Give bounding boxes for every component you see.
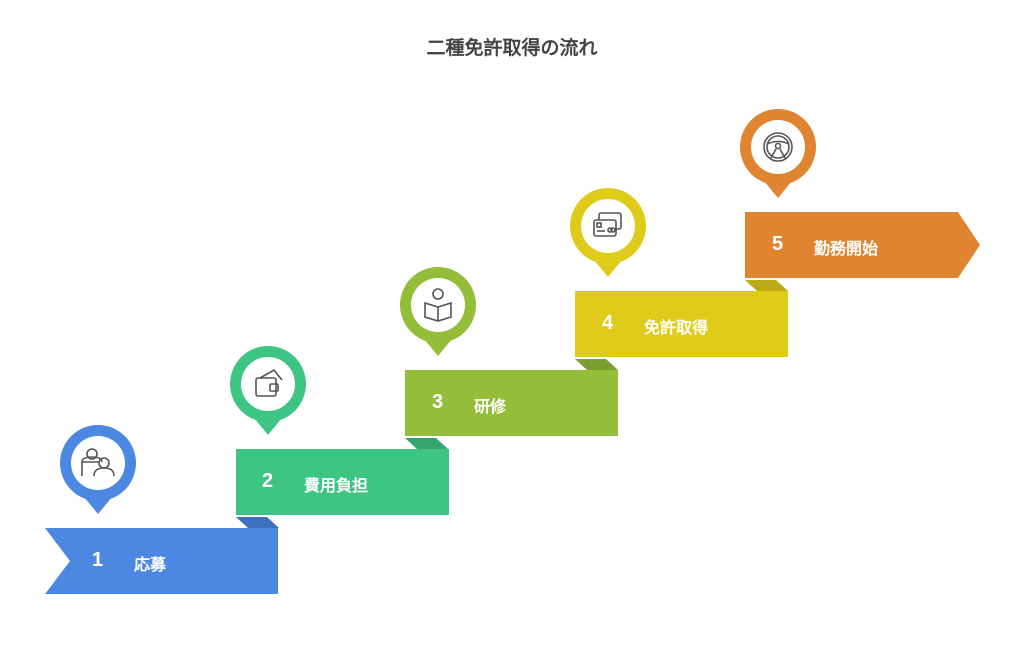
step-label: 免許取得 bbox=[644, 318, 709, 337]
step-1 bbox=[45, 425, 278, 594]
step-band bbox=[745, 212, 980, 278]
step-4 bbox=[570, 188, 788, 370]
pin-pointer bbox=[594, 260, 622, 277]
pin-inner bbox=[751, 120, 805, 174]
diagram-title: 二種免許取得の流れ bbox=[426, 37, 598, 59]
wallet-icon bbox=[255, 368, 283, 397]
step-number: 5 bbox=[772, 233, 784, 255]
pin-inner bbox=[411, 278, 465, 332]
pin-inner bbox=[241, 357, 295, 411]
step-2 bbox=[230, 346, 449, 528]
reading-person-icon bbox=[424, 288, 452, 322]
pin-pointer bbox=[764, 181, 792, 198]
band-fold bbox=[405, 438, 448, 449]
step-3 bbox=[400, 267, 618, 449]
step-label: 応募 bbox=[134, 555, 167, 574]
steering-wheel-icon bbox=[763, 132, 793, 162]
band-fold bbox=[745, 280, 788, 291]
step-number: 1 bbox=[92, 549, 104, 571]
step-number: 3 bbox=[432, 391, 444, 413]
pin-pointer bbox=[424, 339, 452, 356]
step-band bbox=[405, 370, 618, 436]
credit-cards-icon bbox=[593, 212, 622, 237]
band-fold bbox=[575, 359, 618, 370]
step-5 bbox=[740, 109, 980, 291]
step-band bbox=[45, 528, 278, 594]
band-fold bbox=[236, 517, 279, 528]
step-label: 研修 bbox=[474, 397, 507, 416]
pin-pointer bbox=[254, 418, 282, 435]
step-band bbox=[575, 291, 788, 357]
step-band bbox=[236, 449, 449, 515]
interview-icon bbox=[81, 448, 115, 477]
step-label: 費用負担 bbox=[304, 476, 369, 495]
step-number: 4 bbox=[602, 312, 614, 334]
pin-pointer bbox=[84, 497, 112, 514]
pin-inner bbox=[71, 436, 125, 490]
step-number: 2 bbox=[262, 470, 274, 492]
step-label: 勤務開始 bbox=[814, 239, 879, 258]
